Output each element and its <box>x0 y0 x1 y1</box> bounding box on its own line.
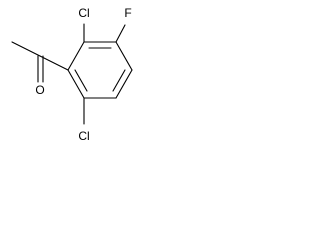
ring-double-bond-c4-c5-inner <box>112 69 126 92</box>
ring-bond-c1-c2 <box>67 41 85 71</box>
bond-ring-to-fluorine <box>115 24 126 43</box>
oxygen-label: O <box>35 83 44 97</box>
ring-bond-c4-c5 <box>115 69 133 99</box>
ring-double-bond-c6-c1-inner <box>74 69 88 92</box>
bond-carbonyl-to-methyl <box>11 41 41 57</box>
chlorine-top-label: Cl <box>78 6 89 20</box>
bond-ring-to-carbonyl <box>39 55 69 71</box>
ring-bond-c6-c1 <box>67 69 85 99</box>
chlorine-bottom-label: Cl <box>78 129 89 143</box>
fluorine-label: F <box>124 6 131 20</box>
molecule-structure: O Cl F Cl <box>11 6 133 143</box>
ring-bond-c3-c4 <box>115 41 133 71</box>
